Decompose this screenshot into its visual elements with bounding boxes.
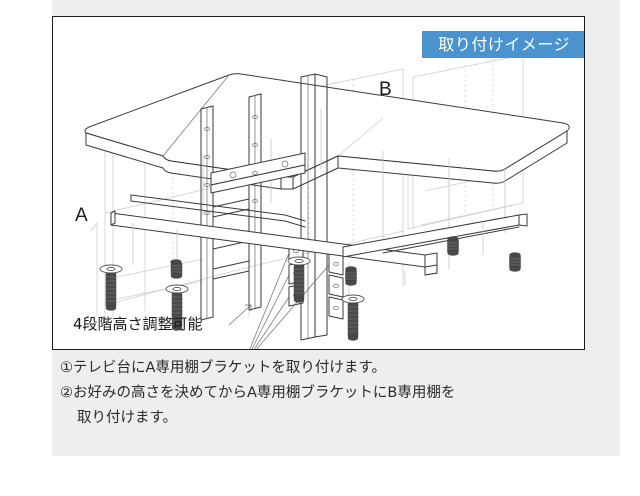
washer-3 [165,284,189,294]
instruction-step-2: ②お好みの高さを決めてからA専用棚ブラケットにB専用棚を [60,385,456,401]
diagram-label-b: B [379,79,392,100]
screw-4 [293,264,305,303]
bolt-8 [509,252,521,272]
hardware-set [99,236,521,341]
caption-pointer [228,304,252,326]
instruction-step-1: ①テレビ台にA専用棚ブラケットを取り付けます。 [60,360,386,376]
bolt-2 [170,259,183,279]
bolt-7 [447,236,459,256]
status-badge: 取り付けイメージ [422,31,584,58]
diagram-label-a: A [75,205,88,226]
bolt-5 [345,266,357,286]
instruction-step-2-cont: 取り付けます。 [77,410,178,426]
diagram-caption-height-adjust: 4段階高さ調整可能 [73,315,203,333]
shelf-bracket-a [110,194,528,276]
instruction-list: ①テレビ台にA専用棚ブラケットを取り付けます。 ②お好みの高さを決めてからA専用… [60,356,580,431]
assembly-diagram: .sl { fill:none; stroke:#3a3a3a; stroke-… [84,54,570,349]
washer-1 [99,264,123,274]
screw-6 [347,302,359,341]
washer-4 [287,256,311,266]
washer-6 [341,294,365,304]
screw-1 [105,272,117,311]
illustration-card: .sl { fill:none; stroke:#3a3a3a; stroke-… [52,16,585,350]
screw-3 [171,292,183,331]
